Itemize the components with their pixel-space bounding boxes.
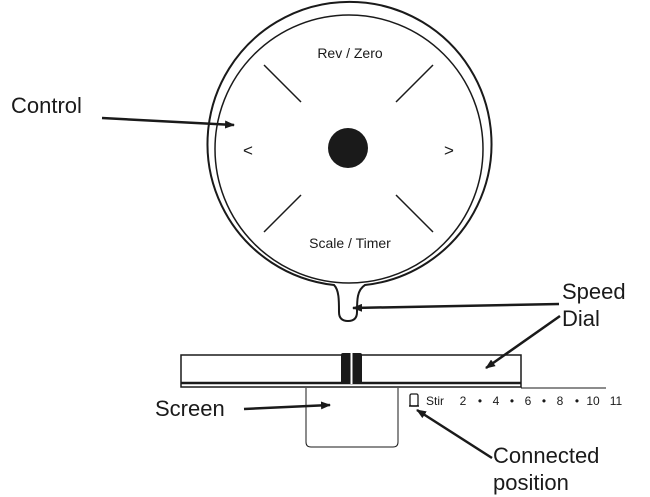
divider-bottom-left bbox=[263, 194, 302, 233]
speed-mark-6: 6 bbox=[525, 394, 532, 408]
left-arrow-glyph: < bbox=[243, 141, 253, 160]
scale-timer-label: Scale / Timer bbox=[309, 235, 391, 251]
speed-dot: • bbox=[542, 394, 546, 408]
connected-position-callout-line2: position bbox=[493, 470, 569, 495]
speed-dot: • bbox=[478, 394, 482, 408]
divider-top-right bbox=[395, 64, 434, 103]
rev-zero-label: Rev / Zero bbox=[317, 45, 383, 61]
screen-callout-arrow bbox=[243, 401, 331, 411]
speed-stir-label: Stir bbox=[426, 394, 444, 408]
connected-position-callout-arrow bbox=[416, 408, 493, 460]
speed-mark-2: 2 bbox=[460, 394, 467, 408]
right-arrow-glyph: > bbox=[444, 141, 454, 160]
speed-scale: Stir 2 • 4 • 6 • 8 • 10 11 bbox=[409, 393, 623, 408]
control-dial: Rev / Zero Scale / Timer < > bbox=[206, 0, 493, 323]
center-button[interactable] bbox=[328, 128, 368, 168]
speed-dial-callout-arrow-1 bbox=[352, 302, 560, 312]
control-callout: Control bbox=[11, 93, 82, 118]
phone-icon bbox=[409, 393, 419, 407]
speed-dot: • bbox=[575, 394, 579, 408]
connected-position-callout-line1: Connected bbox=[493, 443, 599, 468]
speed-dial bbox=[180, 353, 522, 388]
speed-dial-callout-arrow-2 bbox=[485, 314, 561, 370]
speed-dial-callout-line2: Dial bbox=[562, 306, 600, 331]
speed-mark-8: 8 bbox=[557, 394, 564, 408]
divider-top-left bbox=[263, 64, 302, 103]
screen bbox=[305, 388, 399, 448]
speed-mark-11: 11 bbox=[610, 394, 623, 408]
speed-mark-10: 10 bbox=[586, 394, 600, 408]
speed-dot: • bbox=[510, 394, 514, 408]
speed-dial-callout-line1: Speed bbox=[562, 279, 626, 304]
screen-callout: Screen bbox=[155, 396, 225, 421]
divider-bottom-right bbox=[395, 194, 434, 233]
control-callout-arrow bbox=[101, 116, 235, 129]
speed-mark-4: 4 bbox=[493, 394, 500, 408]
control-dial-inner-ring bbox=[214, 14, 484, 284]
